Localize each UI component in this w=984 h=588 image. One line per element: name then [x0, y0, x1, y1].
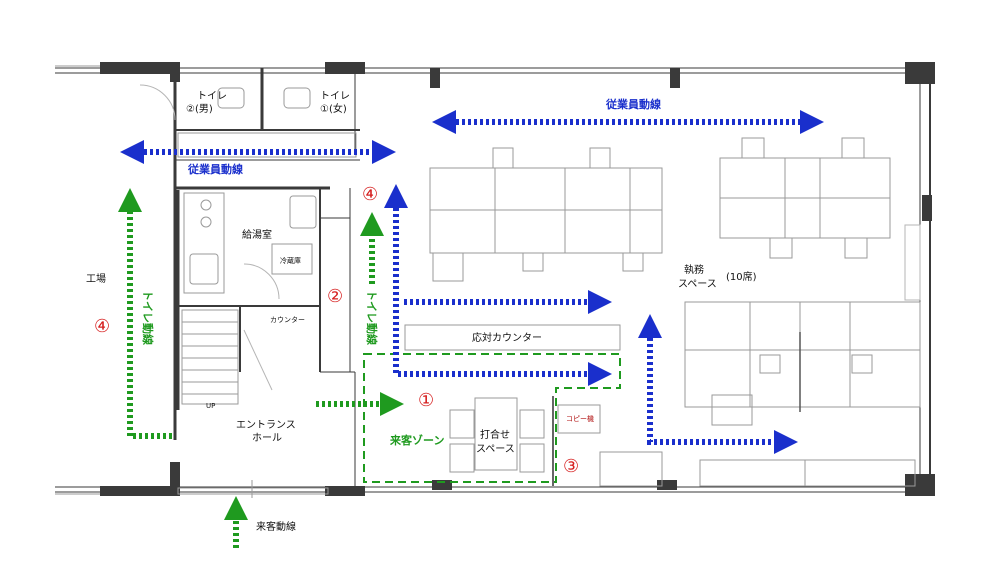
- entrance-label-1: エントランス: [236, 419, 296, 431]
- visitor-zone-boundary: [363, 353, 621, 483]
- visitor-flow-label: 来客動線: [256, 520, 296, 533]
- toilet-men-label-2: ②(男): [186, 103, 213, 115]
- meeting-space-label-2: スペース: [476, 444, 515, 455]
- employee-flow-arrow-vertical: [384, 184, 612, 386]
- office-desks-lower: [684, 224, 921, 426]
- toilet-women-label-1: トイレ: [320, 91, 350, 102]
- office-space-label-1: 執務: [684, 263, 704, 276]
- columns: [100, 62, 935, 496]
- walls: [55, 67, 931, 493]
- stairs: [181, 309, 273, 405]
- counter-small-label: カウンター: [270, 315, 305, 324]
- marker-4-left: ④: [94, 316, 110, 337]
- toilet-flow-label-left: トイレ動線: [141, 290, 155, 345]
- marker-4-mid: ④: [362, 184, 378, 205]
- factory-label: 工場: [86, 272, 106, 285]
- employee-flow-label-left: 従業員動線: [187, 162, 243, 176]
- employee-flow-arrow-right: [638, 314, 798, 454]
- toilet-men-label-1: トイレ: [197, 91, 227, 102]
- office-desks-right: [719, 137, 891, 259]
- reception-and-meeting-fixtures: [404, 324, 916, 487]
- meeting-space-label-1: 打合せ: [480, 428, 510, 441]
- entrance-label-2: ホール: [252, 432, 282, 444]
- visitor-flow-arrows: [118, 188, 404, 548]
- visitor-zone-label: 来客ゾーン: [389, 433, 444, 447]
- fridge-label: 冷蔵庫: [280, 256, 301, 265]
- marker-3: ③: [563, 456, 579, 477]
- toilet-flow-label-mid: トイレ動線: [365, 290, 379, 345]
- entrance-doors: [55, 65, 329, 498]
- toilet-flow-arrow-left: [118, 188, 172, 439]
- office-space-label-2: スペース: [678, 279, 717, 290]
- kitchen-fixtures: [183, 192, 317, 300]
- office-seats-label: (10席): [726, 270, 757, 283]
- employee-flow-arrows: [120, 110, 824, 454]
- toilet-women-label-2: ①(女): [320, 102, 347, 115]
- numbered-markers: ① ② ③ ④ ④: [94, 184, 579, 477]
- employee-flow-label-top: 従業員動線: [605, 97, 661, 111]
- office-desks-left: [429, 147, 663, 282]
- copier-label: コピー機: [566, 414, 594, 423]
- room-labels: トイレ ②(男) トイレ ①(女) 従業員動線 従業員動線 給湯室 冷蔵庫 カウ…: [86, 91, 757, 533]
- kitchenette-label: 給湯室: [242, 228, 272, 241]
- marker-2: ②: [327, 286, 343, 307]
- marker-1: ①: [418, 390, 434, 411]
- reception-counter-label: 応対カウンター: [472, 331, 542, 344]
- stairs-up-label: UP: [206, 402, 215, 410]
